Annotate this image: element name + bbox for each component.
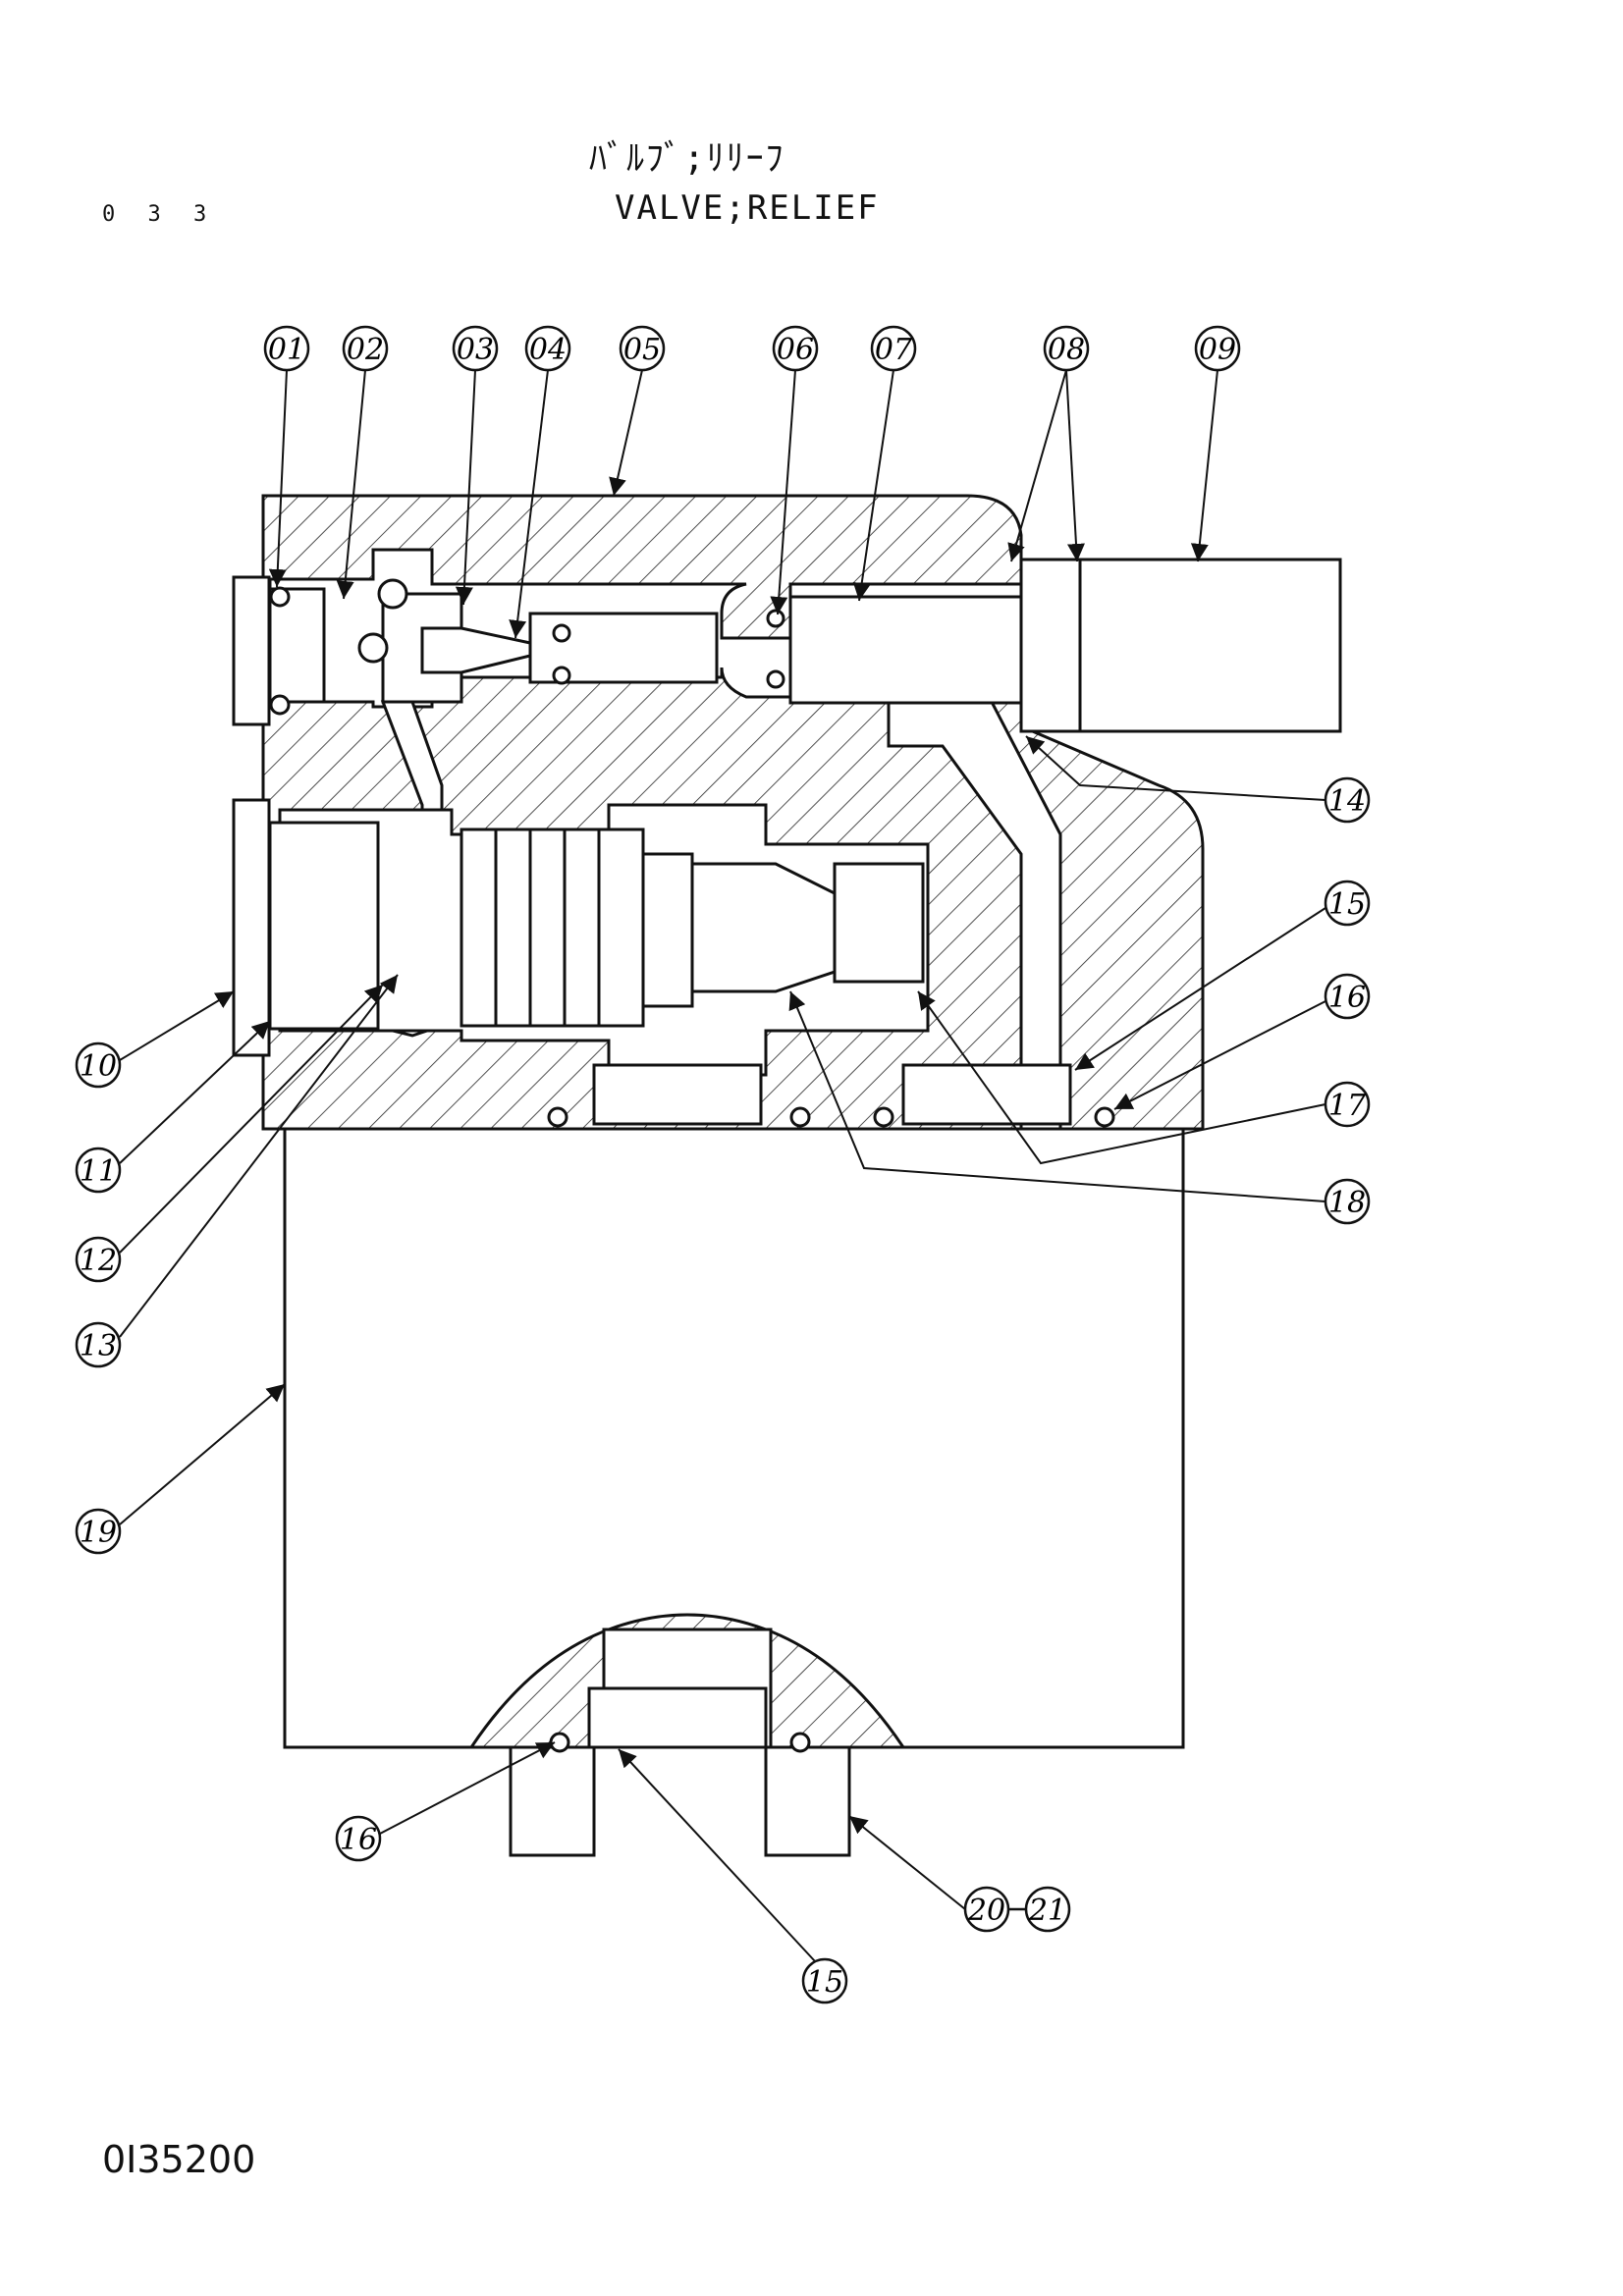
callout-label: 06 — [777, 333, 814, 367]
callout-label: 05 — [623, 333, 661, 367]
callout-label: 02 — [347, 333, 384, 367]
callout-label: 14 — [1328, 784, 1366, 819]
callout-label: 10 — [80, 1049, 117, 1084]
callout-12: 12 — [75, 1236, 122, 1283]
callout-label: 07 — [875, 333, 913, 367]
title-english: VALVE;RELIEF — [615, 188, 880, 228]
title-japanese: ﾊﾞﾙﾌﾞ;ﾘﾘｰﾌ — [589, 138, 785, 179]
callout-09: 09 — [1194, 325, 1241, 372]
callout-02: 02 — [342, 325, 389, 372]
callout-21: 21 — [1024, 1886, 1071, 1933]
callout-19: 19 — [75, 1508, 122, 1555]
callout-18: 18 — [1324, 1178, 1371, 1225]
callout-label: 04 — [529, 333, 567, 367]
callout-13: 13 — [75, 1321, 122, 1368]
callout-14: 14 — [1324, 776, 1371, 824]
callout-label: 12 — [80, 1244, 117, 1278]
callout-06: 06 — [772, 325, 819, 372]
callout-01: 01 — [263, 325, 310, 372]
o-rings — [269, 586, 1115, 1753]
callout-label: 13 — [80, 1329, 117, 1363]
left-plugs — [232, 575, 380, 1057]
callout-label: 16 — [340, 1823, 377, 1857]
callout-20: 20 — [963, 1886, 1010, 1933]
callout-label: 03 — [457, 333, 494, 367]
callout-15a: 15 — [1324, 880, 1371, 927]
pilot-cartridge — [788, 558, 1342, 733]
main-spool — [460, 828, 925, 1028]
callout-label: 08 — [1048, 333, 1085, 367]
callout-15b: 15 — [801, 1957, 848, 2004]
callout-label: 20 — [967, 1894, 1005, 1928]
callout-16a: 16 — [1324, 973, 1371, 1020]
lower-port — [509, 1628, 851, 1857]
drawing-part-number: 0I35200 — [102, 2138, 256, 2181]
callout-label: 09 — [1199, 333, 1236, 367]
callout-05: 05 — [619, 325, 666, 372]
page-number: 0 3 3 — [102, 202, 217, 227]
callout-label: 21 — [1028, 1894, 1066, 1928]
callout-label: 15 — [806, 1965, 843, 2000]
callout-label: 15 — [1328, 887, 1366, 922]
leader-lines — [119, 369, 1326, 1962]
callout-07: 07 — [870, 325, 917, 372]
callout-label: 16 — [1328, 981, 1366, 1015]
callout-label: 01 — [268, 333, 305, 367]
callout-08: 08 — [1043, 325, 1090, 372]
callout-label: 17 — [1328, 1089, 1367, 1123]
callout-17: 17 — [1324, 1081, 1371, 1128]
callout-03: 03 — [452, 325, 499, 372]
callout-label: 19 — [80, 1516, 117, 1550]
callout-label: 18 — [1328, 1186, 1366, 1220]
callout-11: 11 — [75, 1147, 122, 1194]
callout-label: 11 — [80, 1154, 117, 1189]
callout-16b: 16 — [335, 1815, 382, 1862]
callout-04: 04 — [524, 325, 571, 372]
callout-10: 10 — [75, 1041, 122, 1089]
